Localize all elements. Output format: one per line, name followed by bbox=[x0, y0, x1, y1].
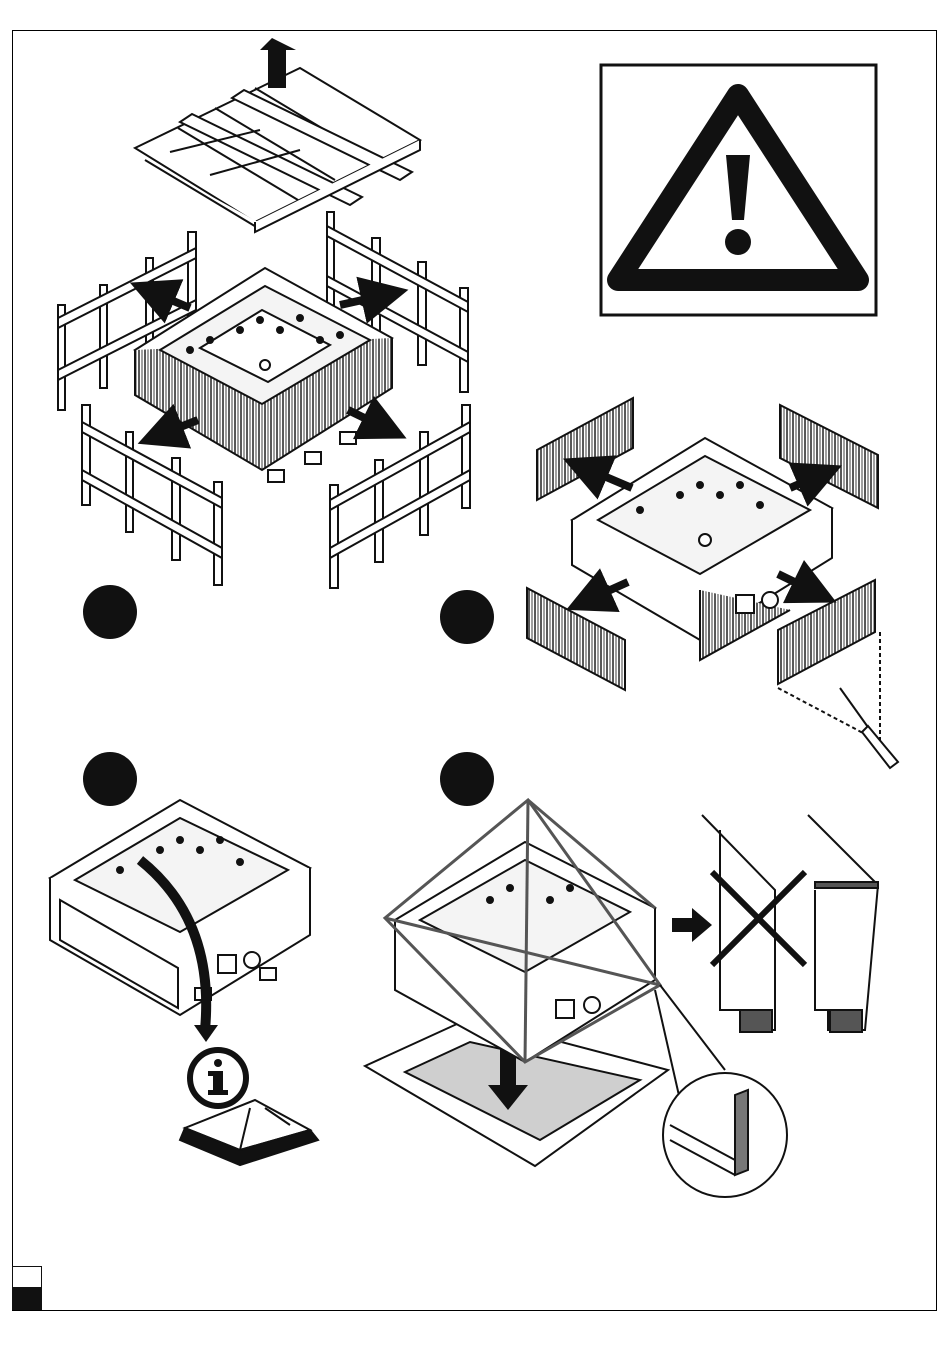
info-icon bbox=[190, 1050, 246, 1106]
warning-triangle-icon bbox=[601, 65, 876, 315]
side-panel-right-front bbox=[778, 580, 875, 684]
page-marker-empty bbox=[12, 1266, 42, 1288]
step-1-marker bbox=[83, 585, 137, 639]
step-4-marker bbox=[440, 752, 494, 806]
remove-cover-arrow bbox=[672, 908, 712, 942]
wrong-panel-detail bbox=[702, 815, 805, 1032]
open-manual-icon bbox=[180, 1100, 318, 1165]
crate-top-pallet bbox=[135, 68, 420, 232]
side-panel-left-front bbox=[527, 588, 625, 690]
step-2-marker bbox=[440, 590, 494, 644]
correct-panel-detail bbox=[808, 815, 878, 1032]
step-3-marker bbox=[83, 752, 137, 806]
page-marker-filled bbox=[12, 1288, 42, 1310]
